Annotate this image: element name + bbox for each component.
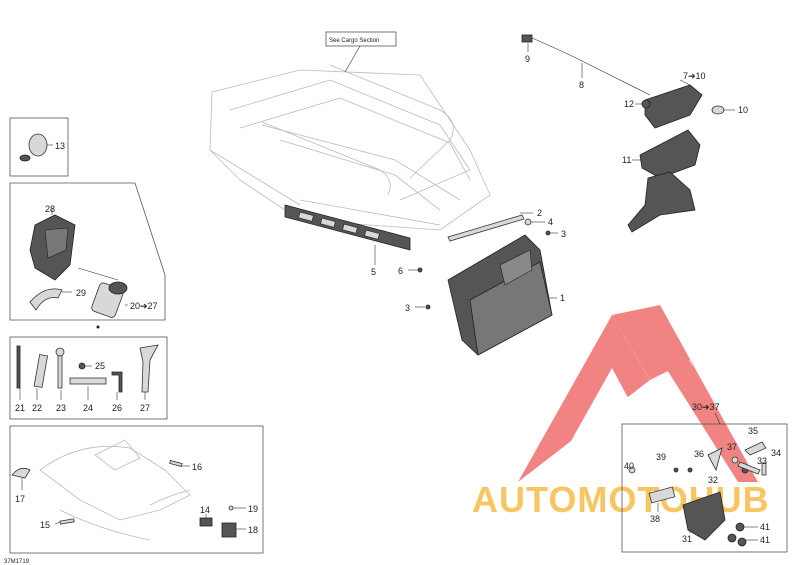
label-6: 6	[398, 266, 403, 276]
label-28: 28	[45, 204, 55, 214]
cargo-bag-part-1	[447, 234, 557, 356]
label-17: 17	[15, 494, 25, 504]
label-26: 26	[112, 403, 122, 413]
label-3b: 3	[405, 303, 410, 313]
watermark-text: AUTOMOTOHUB	[472, 479, 770, 520]
label-7: 7➔10	[683, 71, 706, 81]
nut-part-4	[524, 218, 545, 226]
label-35: 35	[748, 426, 758, 436]
label-38: 38	[650, 514, 660, 524]
label-41b: 41	[760, 535, 770, 545]
label-27: 27	[140, 403, 150, 413]
label-3a: 3	[561, 229, 566, 239]
label-32: 32	[708, 475, 718, 485]
label-11: 11	[622, 155, 631, 165]
label-23: 23	[56, 403, 66, 413]
label-12: 12	[624, 99, 634, 109]
label-18: 18	[248, 525, 258, 535]
box-snowmobile-decals	[9, 425, 264, 554]
taillight-part-7	[644, 79, 703, 129]
label-1: 1	[560, 293, 565, 303]
grommet-part-12	[635, 99, 651, 109]
label-8: 8	[579, 80, 584, 90]
cargo-rack-ghost	[209, 64, 491, 231]
label-13: 13	[55, 141, 65, 151]
label-24: 24	[83, 403, 93, 413]
label-4: 4	[548, 217, 553, 227]
label-9: 9	[525, 54, 530, 64]
label-20: 20➔27	[130, 301, 158, 311]
label-37: 37	[727, 442, 737, 452]
label-36: 36	[694, 449, 704, 459]
label-25: 25	[95, 361, 105, 371]
watermark-logo	[518, 305, 758, 482]
label-41a: 41	[760, 522, 770, 532]
label-21: 21	[15, 403, 25, 413]
box-parts-20-29	[9, 182, 166, 321]
label-22: 22	[32, 403, 42, 413]
box-parts-30-41	[621, 412, 788, 553]
label-40: 40	[624, 461, 634, 471]
box-part-13	[9, 117, 69, 177]
label-15: 15	[40, 520, 50, 530]
see-cargo-callout[interactable]: See Cargo Section	[325, 31, 397, 73]
rail-part-5	[284, 204, 411, 265]
label-2: 2	[537, 208, 542, 218]
label-19: 19	[248, 504, 258, 514]
label-29: 29	[76, 288, 86, 298]
box-tools-21-27	[9, 336, 168, 420]
bracket-part-11	[627, 129, 701, 233]
cable-part-8	[521, 34, 651, 96]
label-5: 5	[371, 267, 376, 277]
bulb-part-10	[711, 105, 735, 115]
label-34: 34	[771, 448, 781, 458]
label-31: 31	[682, 534, 692, 544]
label-10: 10	[738, 105, 748, 115]
svg-text:See Cargo Section: See Cargo Section	[329, 38, 379, 44]
label-33: 33	[757, 456, 767, 466]
screw-part-3b	[415, 304, 431, 310]
strip-part-2	[447, 212, 533, 242]
label-16: 16	[192, 462, 202, 472]
label-30: 30➔37	[692, 402, 720, 412]
diagram-code: 37M1719	[4, 559, 30, 565]
label-39: 39	[656, 452, 666, 462]
screw-part-3a	[545, 230, 558, 236]
label-14: 14	[200, 505, 210, 515]
connector-dot	[96, 325, 100, 329]
screw-part-6	[408, 267, 423, 273]
